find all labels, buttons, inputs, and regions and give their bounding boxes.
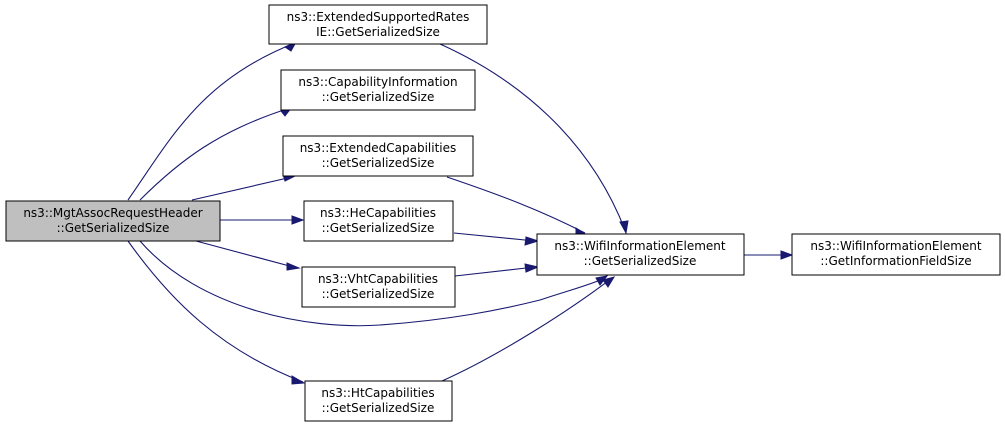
node-wifiinfo[interactable]: ns3::WifiInformationElement ::GetInforma… xyxy=(791,233,1001,276)
node-extcap-line2: ::GetSerializedSize xyxy=(322,156,435,170)
node-capinfo-line1: ns3::CapabilityInformation xyxy=(298,75,457,89)
edge-hecap-wifiie-arrow xyxy=(524,236,540,246)
edge-extsupp-wifiie-arrow xyxy=(619,220,629,235)
node-vhtcap-line2: ::GetSerializedSize xyxy=(322,287,435,301)
graph-edges xyxy=(127,40,794,385)
node-htcap-box xyxy=(304,380,453,422)
edge-vhtcap-wifiie-arrow xyxy=(524,263,540,273)
edge-extcap-wifiie xyxy=(446,176,586,234)
node-wifiie-box xyxy=(536,233,745,276)
edge-root-extsupp xyxy=(127,42,296,201)
edge-root-extcap xyxy=(191,176,293,201)
edge-hecap-wifiie xyxy=(453,232,536,242)
node-htcap[interactable]: ns3::HtCapabilities ::GetSerializedSize xyxy=(304,380,453,422)
node-hecap[interactable]: ns3::HeCapabilities ::GetSerializedSize xyxy=(303,200,454,242)
edge-root-hecap-arrow xyxy=(291,215,305,225)
node-extsupp[interactable]: ns3::ExtendedSupportedRates IE::GetSeria… xyxy=(268,4,488,45)
node-wifiinfo-line1: ns3::WifiInformationElement xyxy=(810,239,982,253)
node-wifiie-line1: ns3::WifiInformationElement xyxy=(554,239,726,253)
edge-root-vhtcap xyxy=(195,240,298,269)
node-capinfo-box xyxy=(280,69,476,111)
edge-htcap-wifiie-arrow xyxy=(602,276,616,288)
node-vhtcap-box xyxy=(301,266,456,308)
node-wifiie[interactable]: ns3::WifiInformationElement ::GetSeriali… xyxy=(536,233,745,276)
edge-wifiie-wifiinfo-arrow xyxy=(780,250,794,260)
node-hecap-box xyxy=(303,200,454,242)
node-root-line1: ns3::MgtAssocRequestHeader xyxy=(23,206,202,220)
edge-root-wifiie xyxy=(139,240,606,327)
edge-root-htcap-arrow xyxy=(291,375,306,385)
node-wifiinfo-box xyxy=(791,233,1001,276)
node-root-box xyxy=(5,200,221,242)
node-root-line2: ::GetSerializedSize xyxy=(57,221,170,235)
edge-root-htcap xyxy=(127,240,304,383)
node-extsupp-line2: IE::GetSerializedSize xyxy=(316,25,440,39)
node-capinfo-line2: ::GetSerializedSize xyxy=(322,90,435,104)
node-root[interactable]: ns3::MgtAssocRequestHeader ::GetSerializ… xyxy=(5,200,221,242)
node-vhtcap-line1: ns3::VhtCapabilities xyxy=(318,272,438,286)
node-htcap-line2: ::GetSerializedSize xyxy=(322,401,435,415)
node-hecap-line1: ns3::HeCapabilities xyxy=(320,206,436,220)
edge-root-vhtcap-arrow xyxy=(286,262,301,271)
node-extcap[interactable]: ns3::ExtendedCapabilities ::GetSerialize… xyxy=(282,135,474,177)
node-hecap-line2: ::GetSerializedSize xyxy=(322,221,435,235)
node-extcap-line1: ns3::ExtendedCapabilities xyxy=(300,141,457,155)
node-extcap-box xyxy=(282,135,474,177)
edge-vhtcap-wifiie xyxy=(454,266,536,277)
node-wifiinfo-line2: ::GetInformationFieldSize xyxy=(820,254,971,268)
edge-extsupp-wifiie xyxy=(439,43,626,231)
node-htcap-line1: ns3::HtCapabilities xyxy=(321,386,434,400)
node-extsupp-line1: ns3::ExtendedSupportedRates xyxy=(287,10,470,24)
edge-root-capinfo xyxy=(139,107,291,201)
edge-htcap-wifiie xyxy=(441,277,613,382)
node-extsupp-box xyxy=(268,4,488,45)
node-wifiie-line2: ::GetSerializedSize xyxy=(584,254,697,268)
node-capinfo[interactable]: ns3::CapabilityInformation ::GetSerializ… xyxy=(280,69,476,111)
node-vhtcap[interactable]: ns3::VhtCapabilities ::GetSerializedSize xyxy=(301,266,456,308)
